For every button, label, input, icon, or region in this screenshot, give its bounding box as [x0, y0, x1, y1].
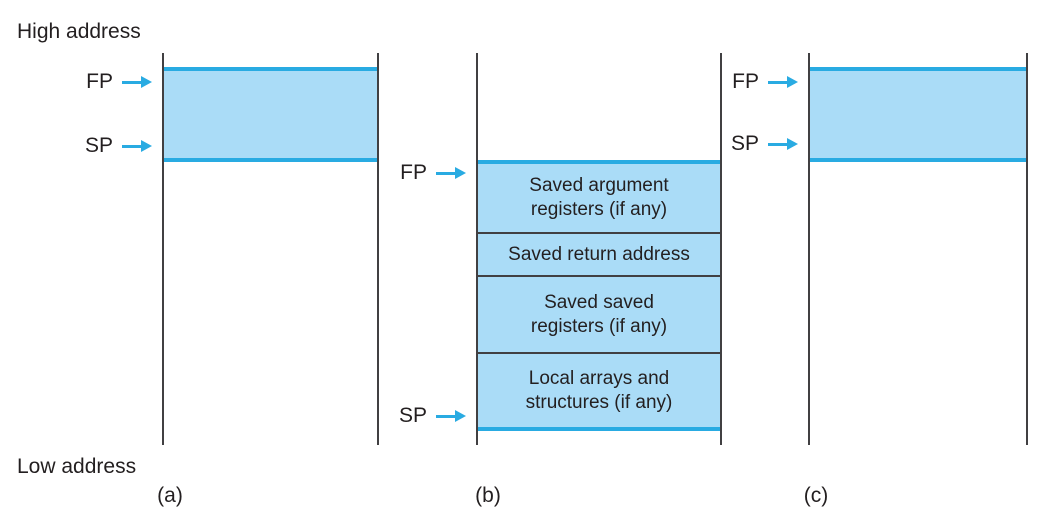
- cell-line: structures (if any): [525, 391, 673, 413]
- right-arrow-icon: [122, 76, 152, 88]
- cell-line: Local arrays and: [528, 367, 670, 389]
- right-arrow-icon: [122, 140, 152, 152]
- stack-frame-b: Saved argument registers (if any) Saved …: [478, 160, 720, 431]
- cell-line: registers (if any): [530, 315, 668, 337]
- cell-line: Saved argument: [529, 175, 669, 196]
- sp-pointer-a: SP: [85, 133, 152, 159]
- caption-b: (b): [475, 484, 501, 507]
- frame-b-cells: Saved argument registers (if any) Saved …: [478, 164, 720, 427]
- fp-label: FP: [86, 70, 113, 93]
- right-arrow-icon: [436, 167, 466, 179]
- fp-pointer-c: FP: [732, 69, 798, 95]
- cell-line: registers (if any): [530, 199, 668, 220]
- stack-a-right-line: [377, 53, 379, 445]
- stack-c-right-line: [1026, 53, 1028, 445]
- fp-pointer-a: FP: [86, 69, 152, 95]
- sp-label: SP: [84, 134, 113, 157]
- sp-label: SP: [398, 404, 427, 427]
- cell-saved-argument-registers: Saved argument registers (if any): [478, 164, 720, 232]
- stack-a-left-line: [162, 53, 164, 445]
- cell-divider: [478, 352, 720, 354]
- cell-local-arrays-structures: Local arrays and structures (if any): [478, 354, 720, 427]
- fp-label: FP: [400, 161, 427, 184]
- stack-b-right-line: [720, 53, 722, 445]
- low-address-label: Low address: [17, 455, 137, 478]
- right-arrow-icon: [768, 138, 798, 150]
- cell-saved-return-address: Saved return address: [478, 234, 720, 275]
- cell-line: Saved return address: [508, 243, 690, 265]
- high-address-label: High address: [17, 20, 141, 43]
- cell-divider: [478, 232, 720, 234]
- cell-line: Saved saved: [544, 291, 654, 313]
- stack-region-a: [164, 67, 377, 162]
- stack-region-c: [810, 67, 1026, 162]
- right-arrow-icon: [436, 410, 466, 422]
- right-arrow-icon: [768, 76, 798, 88]
- cell-divider: [478, 275, 720, 277]
- stack-b-left-line: [476, 53, 478, 445]
- cell-saved-saved-registers: Saved saved registers (if any): [478, 277, 720, 352]
- caption-c: (c): [803, 484, 829, 507]
- sp-pointer-c: SP: [731, 131, 798, 157]
- fp-label: FP: [732, 70, 759, 93]
- sp-label: SP: [730, 132, 759, 155]
- sp-pointer-b: SP: [399, 403, 466, 429]
- fp-pointer-b: FP: [400, 160, 466, 186]
- stack-c-left-line: [808, 53, 810, 445]
- caption-a: (a): [157, 484, 183, 507]
